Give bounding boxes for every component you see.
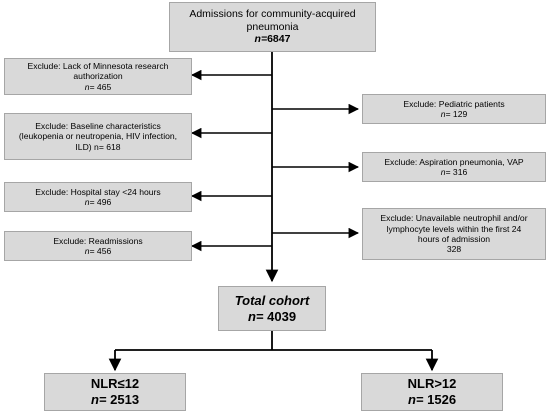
exclude-baseline-line-3: ILD) n= 618 [75,141,121,152]
exclude-pediatric-line-1: Exclude: Pediatric patients [403,98,505,109]
exclude-minnesota-count: n= 465 [84,81,112,92]
exclude-aspiration-count: n= 316 [440,167,468,177]
exclude-hospital-stay-line-1: Exclude: Hospital stay <24 hours [35,186,161,197]
exclude-minnesota-line-1: Exclude: Lack of Minnesota research [27,60,169,71]
admissions-text-line-1: Admissions for community-acquired [189,8,356,21]
admissions-box: Admissions for community-acquired pneumo… [169,2,376,52]
exclude-baseline-line-2: (leukopenia or neutropenia, HIV infectio… [18,131,178,142]
exclude-unavailable-line-3: hours of admission [417,234,491,244]
admissions-n-value: 6847 [267,33,291,46]
exclude-aspiration-box: Exclude: Aspiration pneumonia, VAP n= 31… [362,152,546,182]
exclude-pediatric-box: Exclude: Pediatric patients n= 129 [362,94,546,124]
exclude-readmissions-count: n= 456 [84,246,112,256]
group-nlr-high-box: NLR>12 n= 1526 [361,373,503,411]
group-nlr-low-box: NLR≤12 n= 2513 [44,373,186,411]
exclude-unavailable-line-2: lymphocyte levels within the first 24 [386,223,522,234]
total-cohort-title: Total cohort [234,292,310,308]
total-cohort-count: n= 4039 [247,308,297,324]
exclude-minnesota-line-2: authorization [73,71,123,82]
exclude-unavailable-line-1: Exclude: Unavailable neutrophil and/or [380,213,528,224]
exclude-unavailable-count: 328 [446,244,462,255]
group-nlr-high-count: n= 1526 [407,392,457,407]
exclude-baseline-box: Exclude: Baseline characteristics (leuko… [4,113,192,160]
exclude-unavailable-levels-box: Exclude: Unavailable neutrophil and/or l… [362,208,546,260]
exclude-readmissions-box: Exclude: Readmissions n= 456 [4,231,192,261]
exclude-readmissions-line-1: Exclude: Readmissions [53,235,143,246]
admissions-n-label: n= [254,33,268,46]
total-cohort-box: Total cohort n= 4039 [218,286,326,331]
group-nlr-high-title: NLR>12 [407,376,457,391]
exclude-baseline-line-1: Exclude: Baseline characteristics [35,120,161,131]
group-nlr-low-count: n= 2513 [90,392,140,407]
exclude-pediatric-count: n= 129 [440,109,468,119]
admissions-count: n=6847 [255,33,291,46]
exclude-aspiration-line-1: Exclude: Aspiration pneumonia, VAP [384,156,524,167]
admissions-text-line-2: pneumonia [246,20,299,33]
exclude-minnesota-box: Exclude: Lack of Minnesota research auth… [4,58,192,95]
exclude-hospital-stay-box: Exclude: Hospital stay <24 hours n= 496 [4,182,192,212]
exclude-hospital-stay-count: n= 496 [84,197,112,207]
group-nlr-low-title: NLR≤12 [90,376,140,391]
